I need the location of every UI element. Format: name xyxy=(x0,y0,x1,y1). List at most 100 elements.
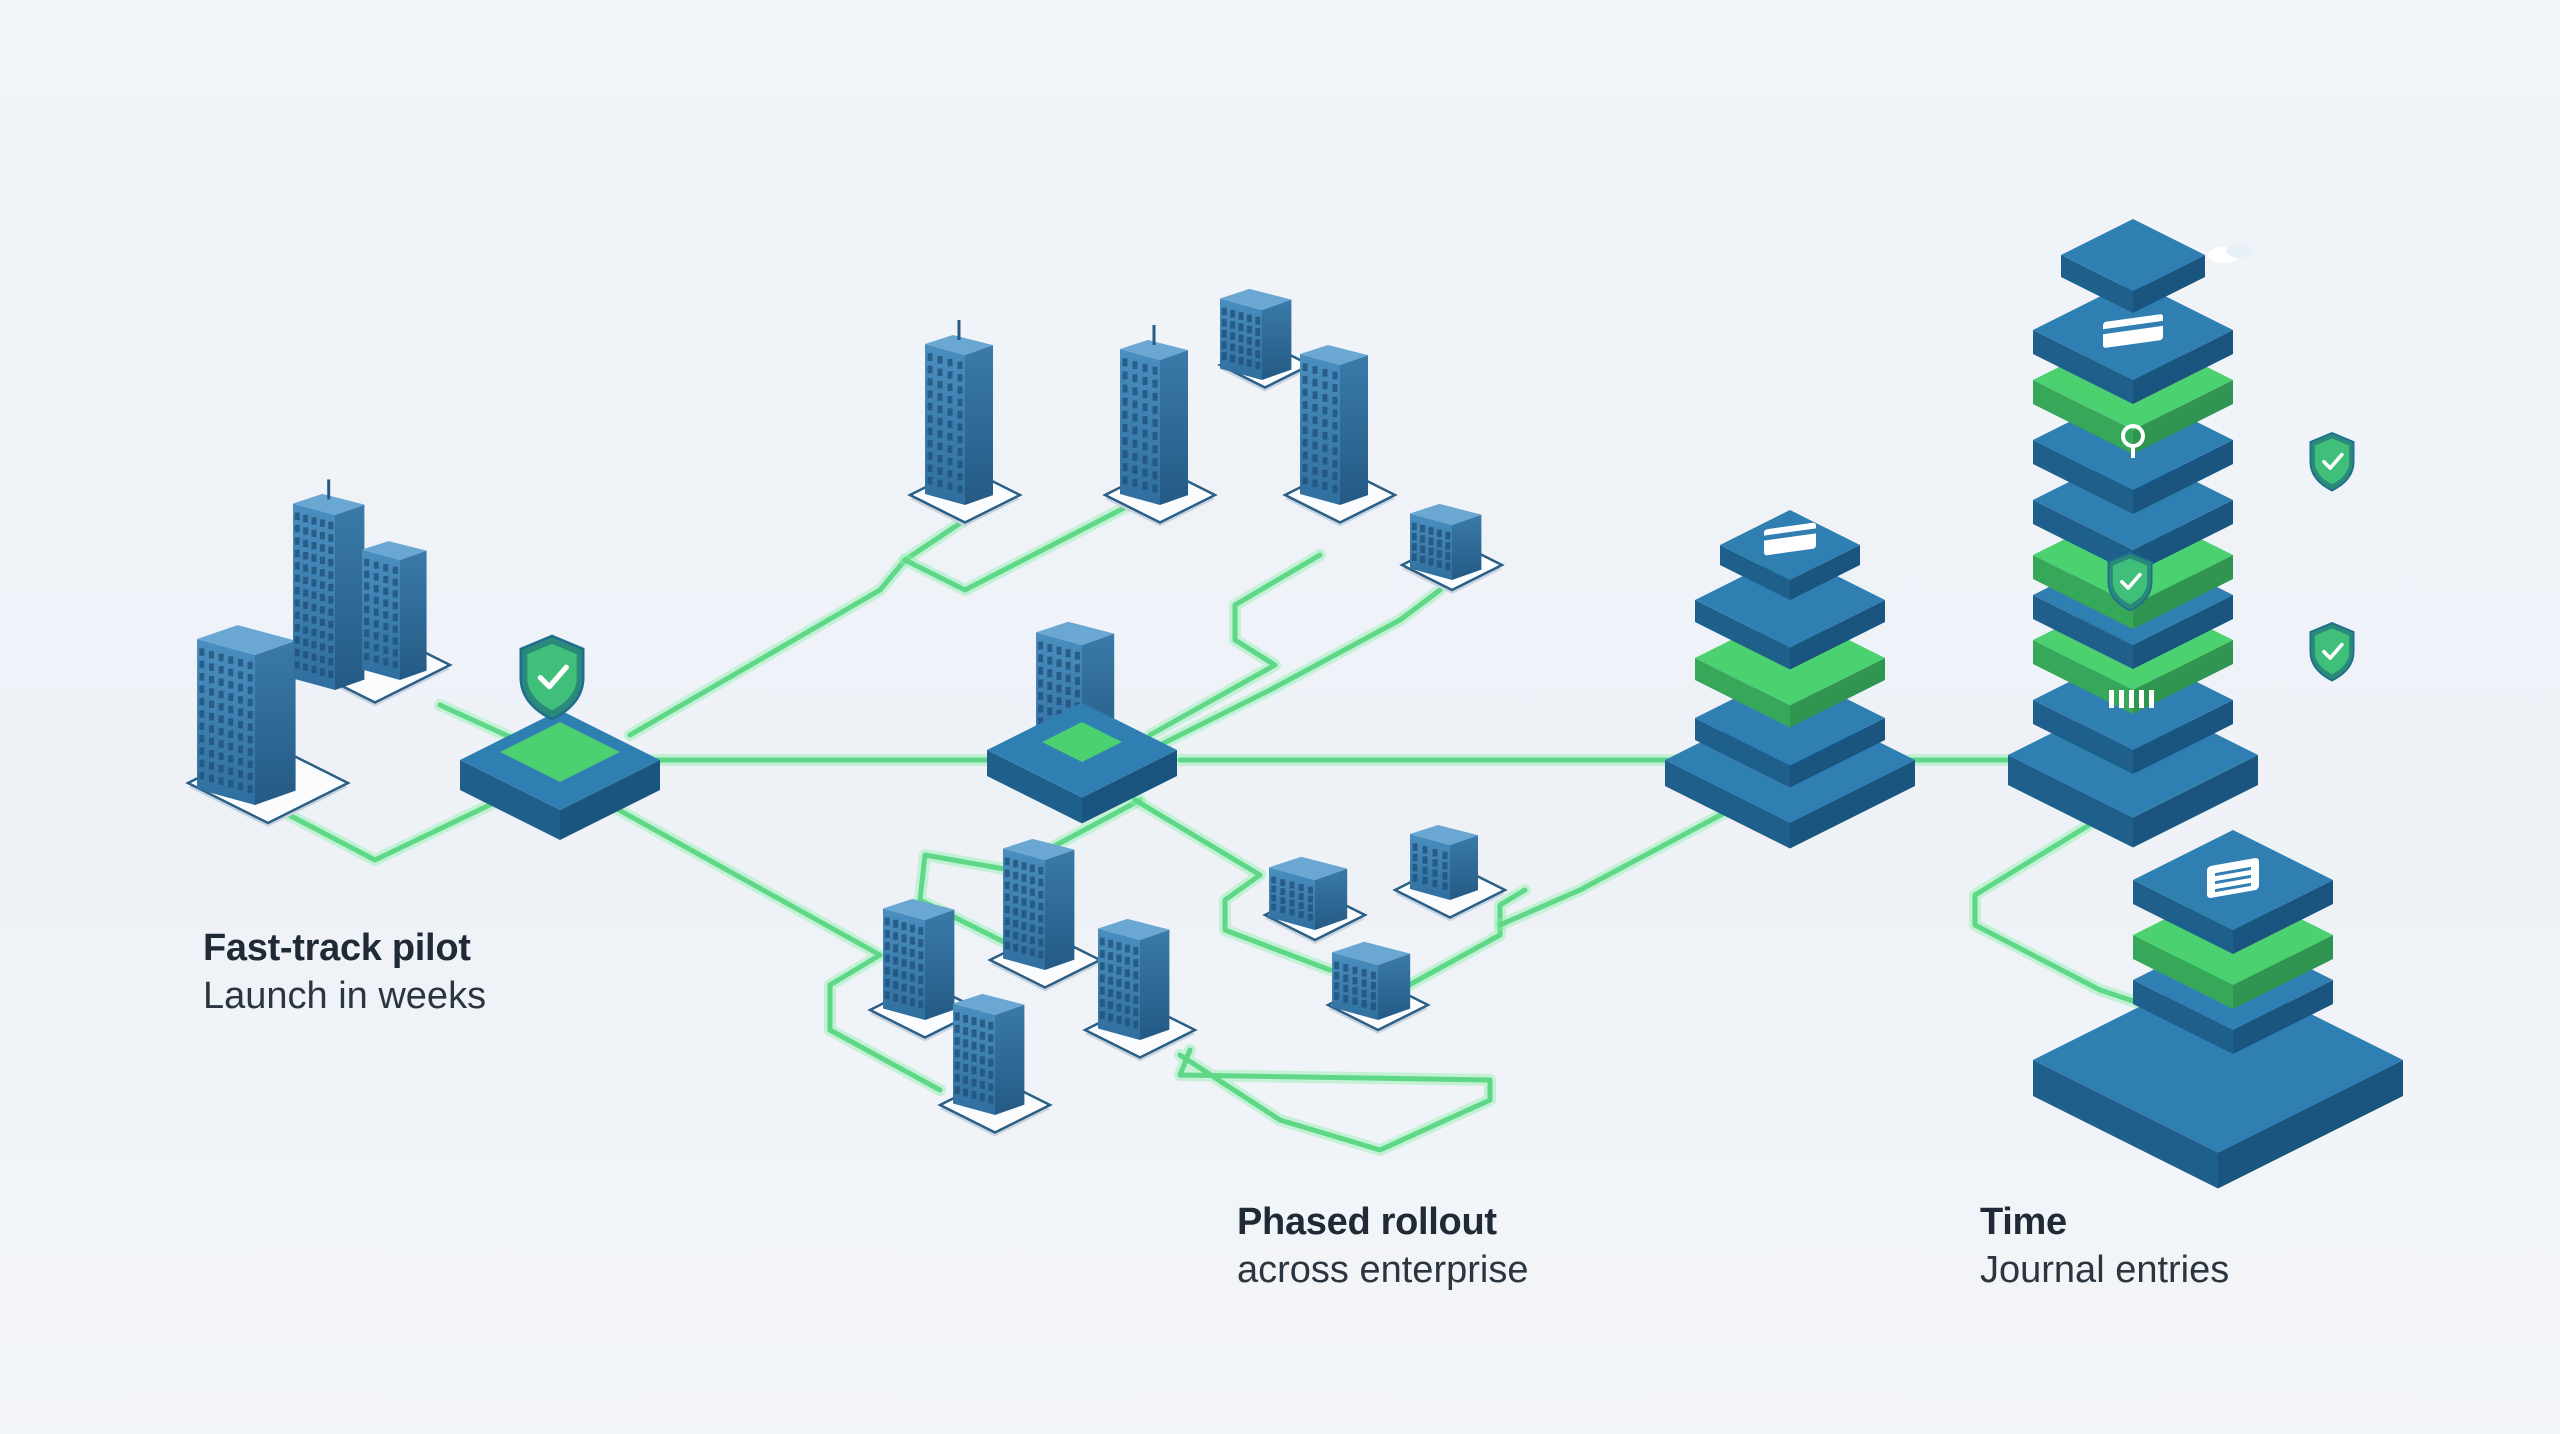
building-mid-3-window xyxy=(1361,999,1367,1008)
building-left-tall-window xyxy=(294,549,300,558)
building-top-1-window xyxy=(957,460,963,469)
rollout-caption-subtitle: across enterprise xyxy=(1237,1248,1529,1291)
building-bottom-4-right-face xyxy=(995,1004,1025,1115)
building-bottom-3-window xyxy=(1116,942,1122,951)
lower-stack-layer-top-left-face xyxy=(2133,880,2233,954)
building-top-2-window xyxy=(1132,361,1138,370)
building-top-2-window xyxy=(1132,413,1138,422)
building-left-tall-window xyxy=(311,529,317,538)
building-left-tall-window xyxy=(319,655,325,664)
building-left-front-window xyxy=(218,703,224,711)
building-top-2-window xyxy=(1122,450,1128,459)
building-left-front-window xyxy=(228,668,234,677)
rollout-caption-title: Phased rollout xyxy=(1237,1201,1497,1243)
building-central-window xyxy=(1065,699,1071,708)
lower-stack-layer-top-right-face xyxy=(2233,880,2333,954)
building-bottom-2-window xyxy=(1013,943,1019,952)
building-bottom-4-window xyxy=(971,1090,977,1099)
building-bottom-2-window xyxy=(1029,936,1035,945)
right-stack-layer-green-2-right-face xyxy=(2133,555,2233,629)
building-bottom-3-window xyxy=(1133,995,1139,1004)
building-bottom-2-window xyxy=(1029,912,1035,921)
building-bottom-2-window xyxy=(1021,886,1027,894)
building-bottom-2-window xyxy=(1038,914,1044,923)
building-bottom-2-window xyxy=(1013,859,1019,868)
building-mid-3-window xyxy=(1352,987,1358,995)
building-bottom-2-window xyxy=(1038,878,1044,887)
pilot-caption-title: Fast-track pilot xyxy=(203,927,471,969)
building-left-tall-window xyxy=(328,583,334,592)
building-left-short-window xyxy=(364,617,370,626)
building-top-5-window xyxy=(1420,524,1426,533)
building-left-short-window xyxy=(392,649,398,657)
building-top-1-window xyxy=(937,455,943,463)
building-bottom-3-window xyxy=(1133,1020,1139,1029)
building-bottom-3-window xyxy=(1116,954,1122,963)
building-mid-1-window xyxy=(1412,843,1418,851)
building-top-2-window xyxy=(1122,358,1128,367)
building-bottom-2-window xyxy=(1029,876,1035,885)
building-top-3-window xyxy=(1238,323,1244,332)
building-left-front-window xyxy=(238,671,243,679)
building-bottom-2-window xyxy=(1038,890,1044,899)
building-left-tall-window xyxy=(328,670,334,678)
building-top-1-window xyxy=(947,408,953,416)
building-top-1-window xyxy=(927,464,933,473)
building-left-front-window xyxy=(238,659,243,667)
building-mid-3-window xyxy=(1334,992,1340,1000)
building-top-3-window xyxy=(1246,314,1252,323)
building-bottom-3-window xyxy=(1099,949,1105,958)
central-hub-platform-right-face xyxy=(1082,750,1177,824)
building-left-short-window xyxy=(373,585,379,593)
building-bottom-2-window xyxy=(1004,905,1010,914)
building-bottom-3-window xyxy=(1116,966,1122,975)
building-top-2-window xyxy=(1142,416,1148,425)
building-bottom-3-window xyxy=(1099,999,1105,1007)
building-bottom-2-window xyxy=(1004,857,1010,866)
building-bottom-4-window xyxy=(988,1021,994,1030)
building-top-1-window xyxy=(957,373,963,382)
building-left-tall-window xyxy=(311,566,317,575)
right-stack-layer-green-3-left-face xyxy=(2033,380,2133,454)
connector-lines xyxy=(264,499,2166,1156)
shield-check-icon-inner xyxy=(2112,558,2148,605)
building-left-short-window xyxy=(383,611,389,619)
building-mid-3-right-face xyxy=(1378,953,1411,1020)
building-top-1-window xyxy=(937,380,943,389)
building-central-window xyxy=(1047,656,1053,665)
building-central-window xyxy=(1038,717,1044,726)
building-bottom-2-window xyxy=(1004,917,1010,926)
building-left-front-window xyxy=(218,740,224,748)
connector-line-5 xyxy=(607,802,943,1093)
building-bottom-4-window xyxy=(979,1093,985,1102)
building-mid-1-window xyxy=(1442,851,1448,860)
building-left-short-window xyxy=(364,641,370,649)
building-left-front-window xyxy=(209,700,214,708)
building-bottom-4-window xyxy=(988,1034,994,1042)
building-top-1-window xyxy=(957,398,963,407)
credit-card-icon-body xyxy=(2103,314,2163,348)
building-left-front-window xyxy=(209,749,214,758)
building-top-4-window xyxy=(1332,422,1338,430)
building-top-2-window xyxy=(1152,405,1158,414)
building-bottom-1-window xyxy=(884,942,890,951)
building-top-3-right-face xyxy=(1262,299,1292,380)
building-mid-3-window xyxy=(1361,969,1367,977)
building-bottom-1-window xyxy=(909,998,915,1007)
building-top-3-window xyxy=(1230,343,1236,352)
building-left-tall-window xyxy=(303,576,309,585)
building-top-3-window xyxy=(1255,361,1261,370)
building-top-2-window xyxy=(1122,476,1128,485)
building-left-front-window xyxy=(218,678,224,686)
building-mid-3 xyxy=(1332,941,1411,1020)
building-top-4-window xyxy=(1302,426,1308,435)
building-bottom-4-window xyxy=(963,1039,969,1048)
building-left-short xyxy=(362,541,427,680)
right-stack-layer-5-right-face xyxy=(2133,330,2233,404)
building-top-5-window xyxy=(1436,539,1442,548)
document-icon xyxy=(2207,858,2259,898)
building-top-1-window xyxy=(927,439,933,448)
building-left-short-window xyxy=(373,608,379,616)
building-mid-1-window xyxy=(1442,882,1448,890)
building-top-4-window xyxy=(1302,438,1308,447)
